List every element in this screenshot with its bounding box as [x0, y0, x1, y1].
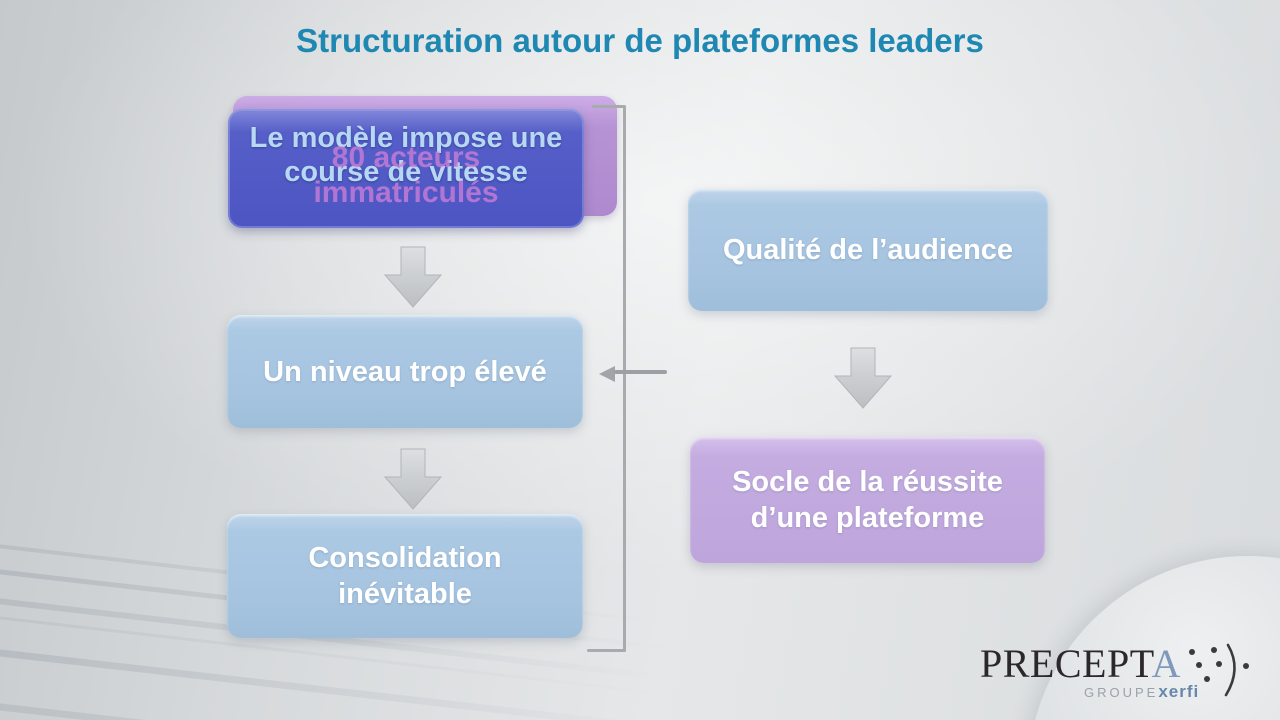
down-arrow-icon — [383, 246, 443, 308]
xerfi-word: xerfi — [1158, 682, 1200, 701]
box-socle-reussite-plateforme: Socle de la réussite d’une plateforme — [690, 437, 1045, 563]
bracket-connector-point — [599, 366, 615, 382]
bracket-connector-bar — [614, 370, 667, 374]
box-text-line: inévitable — [338, 578, 472, 610]
bracket-connector-bottom — [587, 649, 626, 652]
brand-prefix: PRECEPT — [980, 641, 1152, 686]
down-arrow-icon — [833, 347, 893, 409]
box-modele-course-de-vitesse: Le modèle impose une course de vitesse 8… — [228, 109, 584, 228]
precepta-logo: PRECEPTA GROUPExerfi — [972, 640, 1272, 715]
groupe-xerfi-label: GROUPExerfi — [1084, 682, 1199, 702]
box-consolidation-inevitable: Consolidation inévitable — [227, 514, 583, 638]
bracket-connector-top — [592, 105, 626, 108]
box-text-line: d’une plateforme — [750, 502, 985, 534]
precepta-wordmark: PRECEPTA — [980, 644, 1181, 684]
slide-title: Structuration autour de plateformes lead… — [296, 22, 984, 59]
box-text-line: Consolidation — [308, 542, 502, 574]
box-text: Le modèle impose une course de vitesse — [250, 121, 563, 189]
box-text-line: Socle de la réussite — [732, 466, 1003, 498]
xerfi-dots-icon — [1189, 643, 1249, 697]
down-arrow-icon — [383, 448, 443, 510]
box-text-line: Qualité de l’audience — [722, 234, 1014, 266]
box-text-line: course de vitesse — [284, 155, 528, 188]
box-qualite-audience: Qualité de l’audience — [688, 189, 1048, 311]
box-text-line: Un niveau trop élevé — [263, 355, 547, 388]
brand-letter-a: A — [1151, 641, 1181, 686]
bracket-connector — [623, 106, 626, 652]
groupe-word: GROUPE — [1084, 685, 1159, 700]
box-text-line: Le modèle impose une — [249, 121, 563, 154]
box-niveau-trop-eleve: Un niveau trop élevé — [227, 315, 583, 428]
